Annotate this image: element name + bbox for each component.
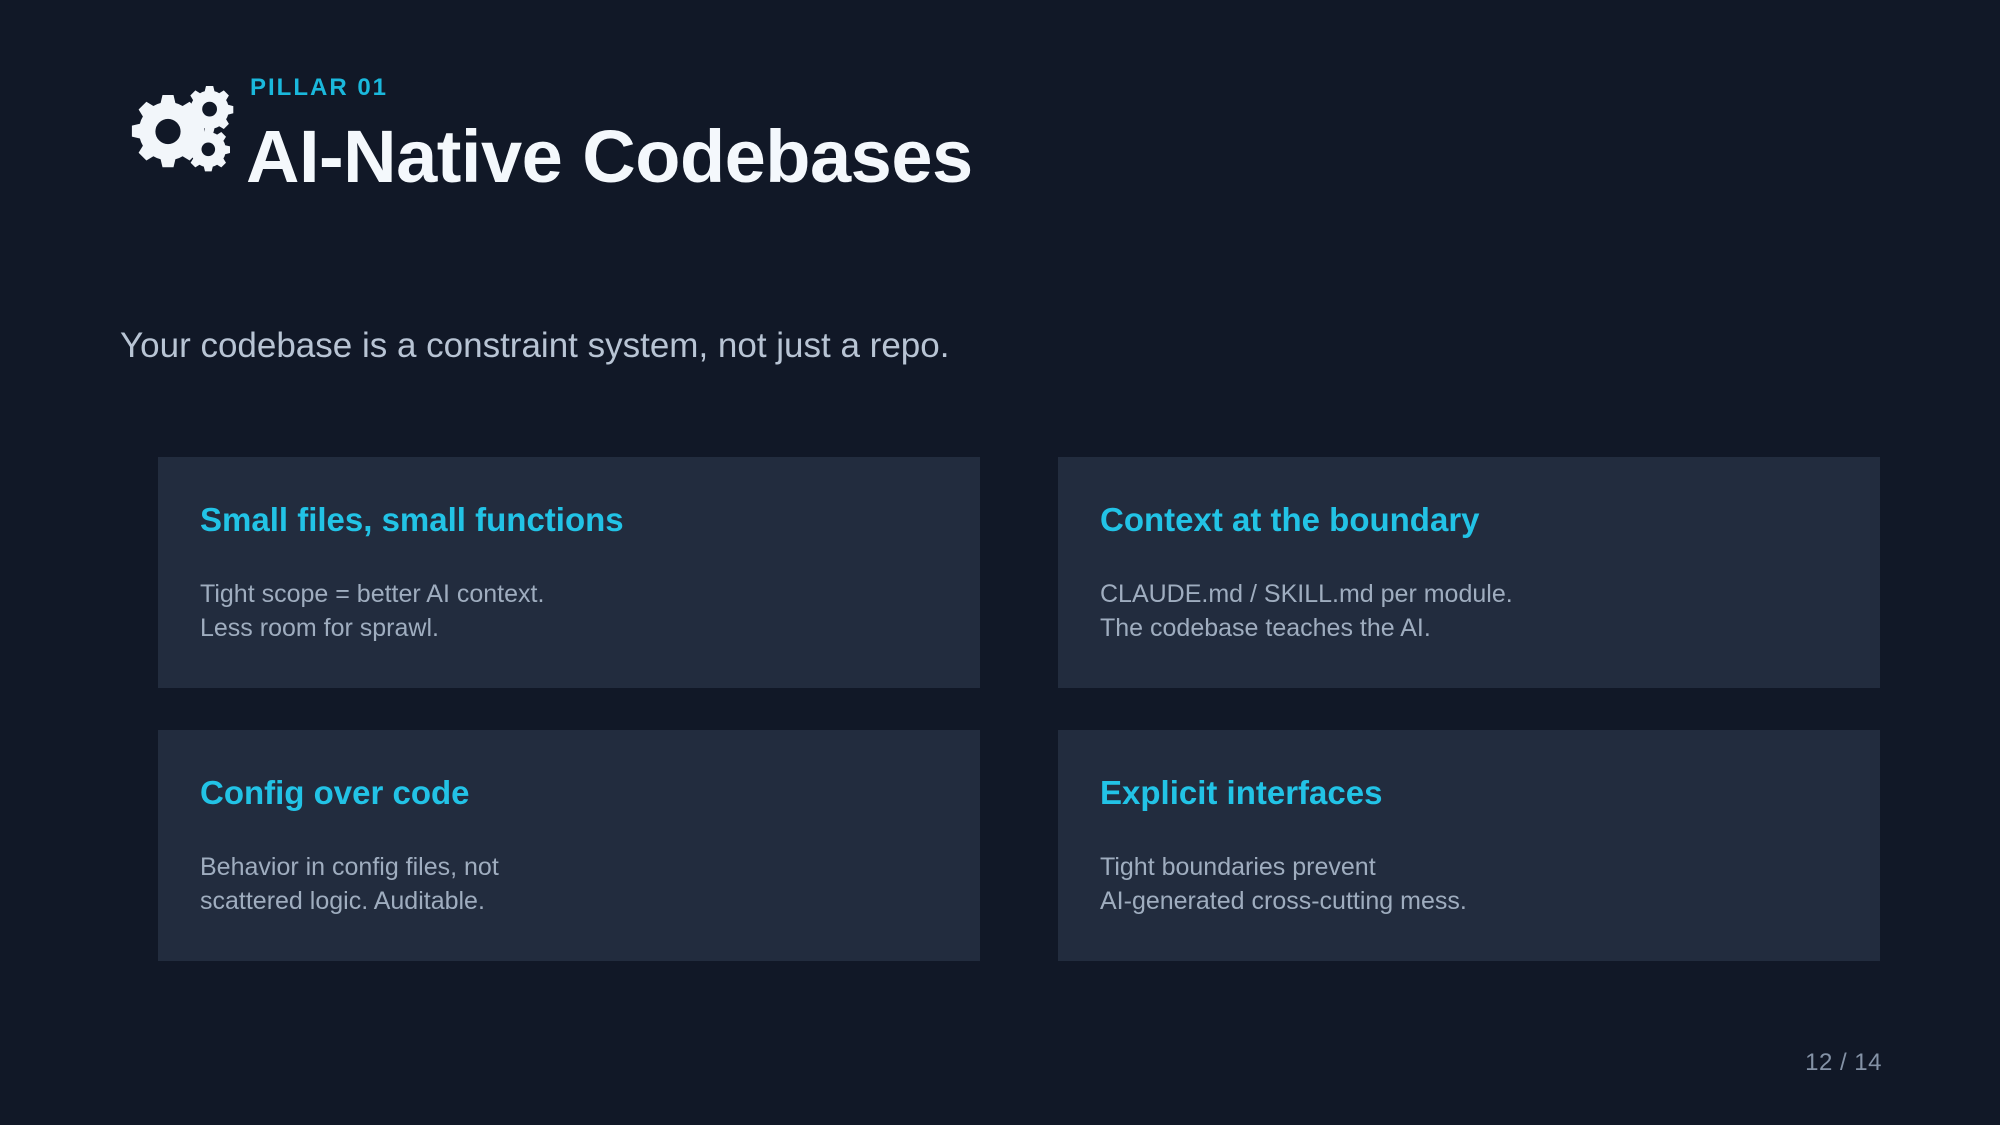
pillar-eyebrow: PILLAR 01 — [250, 74, 389, 101]
gears-icon — [118, 82, 236, 172]
slide-subtitle: Your codebase is a constraint system, no… — [120, 326, 950, 365]
card-title: Explicit interfaces — [1100, 774, 1383, 811]
card-title: Context at the boundary — [1100, 501, 1480, 538]
card-body-line: Behavior in config files, not — [200, 852, 499, 881]
pillar-card: Context at the boundary CLAUDE.md / SKIL… — [1058, 457, 1880, 688]
pillar-card: Small files, small functions Tight scope… — [158, 457, 980, 688]
card-body: CLAUDE.md / SKILL.md per module. The cod… — [1100, 577, 1838, 646]
card-body-line: Tight scope = better AI context. — [200, 579, 545, 608]
card-body: Tight scope = better AI context. Less ro… — [200, 577, 938, 646]
slide-header: PILLAR 01 AI-Native Codebases — [118, 72, 973, 196]
card-title: Config over code — [200, 774, 470, 811]
card-body-line: scattered logic. Auditable. — [200, 887, 485, 916]
card-body-line: Tight boundaries prevent — [1100, 852, 1376, 881]
page-counter: 12 / 14 — [1805, 1049, 1882, 1076]
card-title: Small files, small functions — [200, 501, 624, 538]
header-text-block: PILLAR 01 AI-Native Codebases — [246, 72, 973, 196]
card-body: Behavior in config files, not scattered … — [200, 850, 938, 919]
card-body-line: AI-generated cross-cutting mess. — [1100, 887, 1467, 916]
page-title: AI-Native Codebases — [246, 115, 973, 198]
pillar-card: Config over code Behavior in config file… — [158, 730, 980, 961]
pillar-card: Explicit interfaces Tight boundaries pre… — [1058, 730, 1880, 961]
pillar-card-grid: Small files, small functions Tight scope… — [158, 457, 1880, 961]
card-body-line: CLAUDE.md / SKILL.md per module. — [1100, 579, 1513, 608]
card-body-line: Less room for sprawl. — [200, 614, 439, 643]
card-body-line: The codebase teaches the AI. — [1100, 614, 1431, 643]
card-body: Tight boundaries prevent AI-generated cr… — [1100, 850, 1838, 919]
